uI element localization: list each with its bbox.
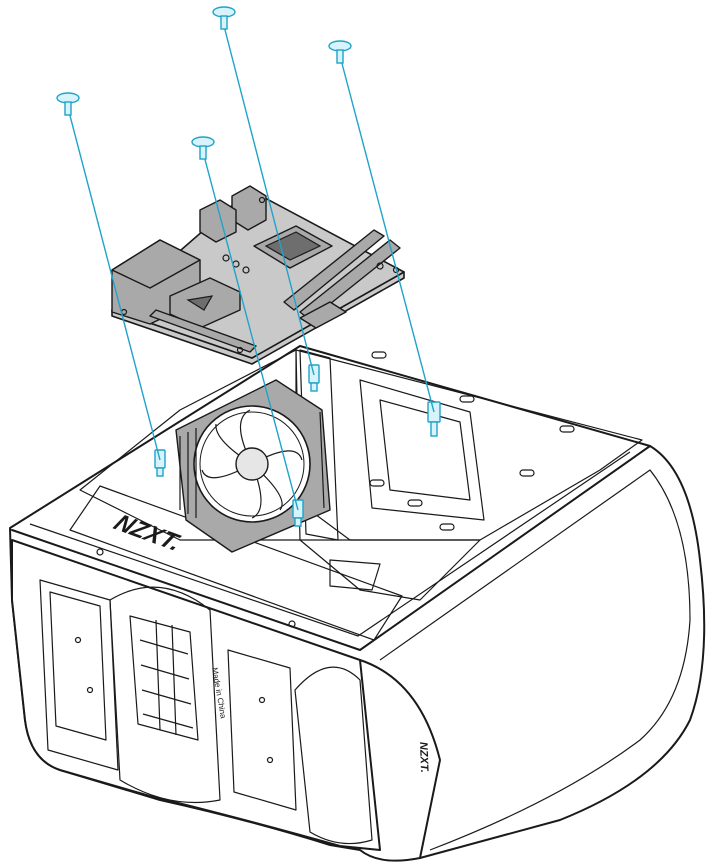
standoff-icon: [154, 449, 166, 477]
front-handle-center: [109, 586, 221, 804]
case-side-curve: [379, 469, 691, 851]
header-block: [299, 301, 347, 329]
screw-icon: [328, 40, 352, 64]
chipset-arrow: [186, 295, 214, 311]
front-top-bar: [69, 485, 403, 641]
case-front-panel: [11, 539, 381, 851]
rear-io-top: [111, 239, 201, 289]
psu-slot: [329, 559, 381, 591]
front-holes: [74, 548, 296, 764]
ram-slot-2: [283, 229, 385, 311]
vrm-heatsink-2: [199, 199, 237, 243]
guide-lines: [67, 25, 435, 511]
pcie-slot: [149, 309, 257, 353]
case-body: NZXT. Made in China NZXT.: [9, 345, 706, 862]
case-side-panel: [359, 659, 441, 859]
front-mesh-grid: [139, 619, 194, 736]
case-top-rim-inner: [29, 451, 631, 637]
side-logo: NZXT.: [417, 742, 430, 773]
front-handle-left: [39, 579, 119, 771]
standoff-icon: [292, 499, 304, 527]
screw-icon: [191, 136, 215, 160]
front-bay-center: [129, 615, 199, 741]
front-bay-right: [227, 649, 297, 811]
psu-bay: [299, 539, 481, 601]
front-bay-left: [49, 591, 107, 741]
tray-holes: [369, 351, 575, 531]
case-top-rim: [11, 445, 651, 651]
standoff-icon: [308, 364, 320, 392]
motherboard-icon: [111, 185, 405, 365]
vrm-heatsink: [231, 185, 267, 231]
screw-icon: [212, 6, 236, 30]
cpu-socket-inner: [264, 231, 322, 261]
fan-icon: [193, 405, 311, 523]
screw-icon: [56, 92, 80, 116]
motherboard-capacitors: [222, 254, 384, 274]
fan-grille: [179, 411, 325, 518]
screws: [56, 6, 352, 160]
rear-fan: [175, 379, 331, 553]
front-handle-right: [294, 666, 373, 845]
